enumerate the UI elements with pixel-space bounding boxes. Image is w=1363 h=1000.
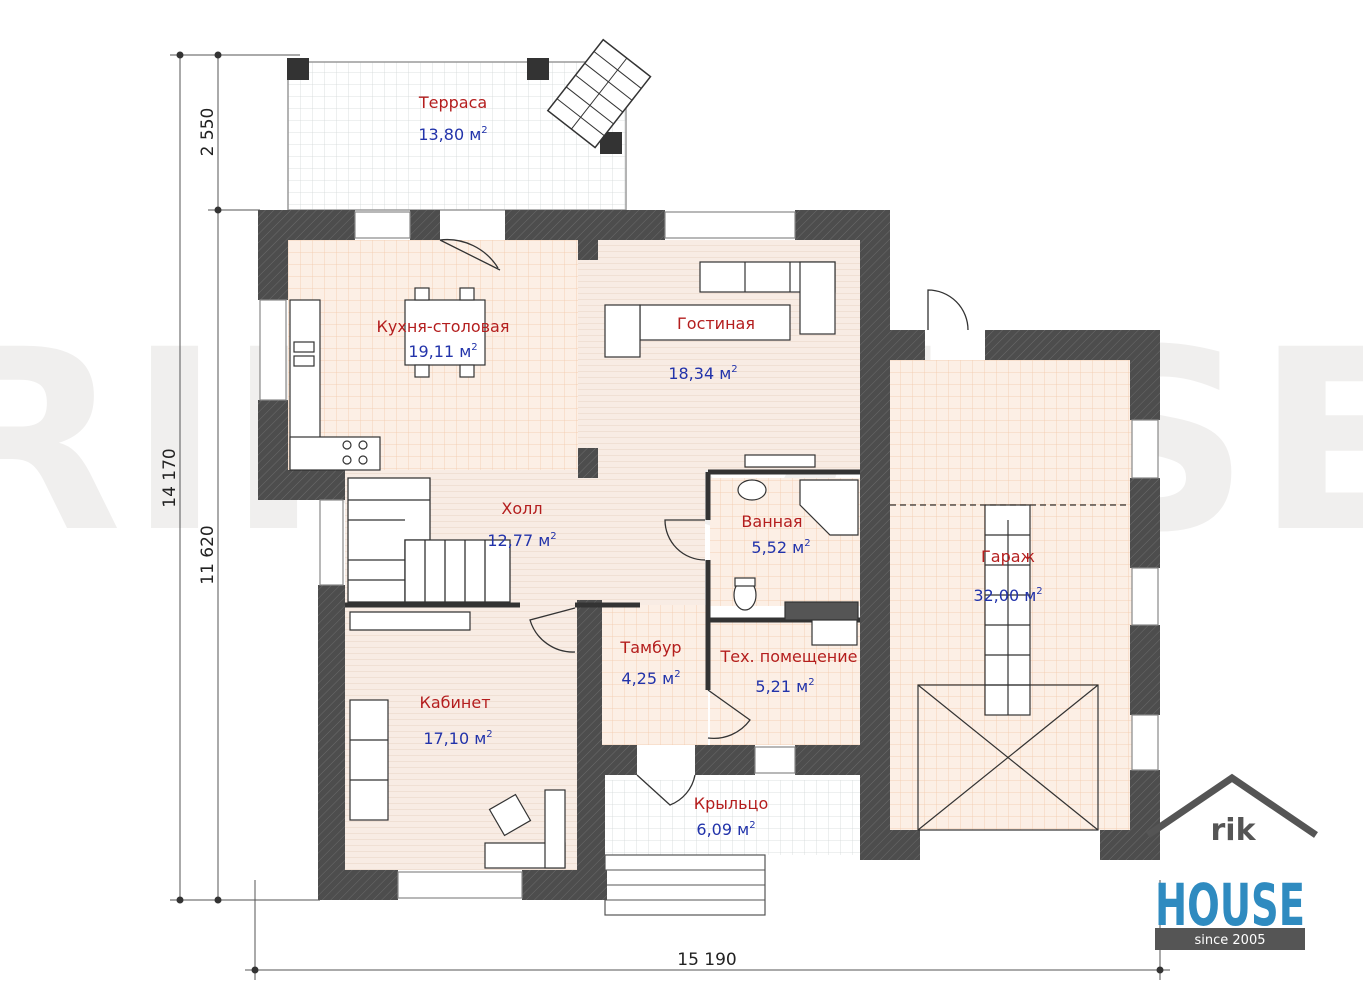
room-name-porch: Крыльцо bbox=[694, 794, 768, 813]
porch-floor bbox=[605, 780, 860, 855]
garage-elements bbox=[890, 504, 1130, 831]
sink bbox=[737, 479, 767, 501]
terrace-door bbox=[439, 238, 501, 271]
room-name-vestibule: Тамбур bbox=[619, 638, 681, 657]
hall-door bbox=[664, 519, 706, 561]
garage-door bbox=[927, 289, 969, 331]
room-labels: Терраса 13,80 м2 Кухня-столовая 19,11 м2… bbox=[377, 93, 1043, 839]
room-area-terrace: 13,80 м2 bbox=[418, 125, 487, 144]
room-name-bath: Ванная bbox=[741, 512, 802, 531]
logo-main-text: HOUSE bbox=[1155, 871, 1305, 939]
porch-door bbox=[636, 774, 696, 806]
logo-tagline: since 2005 bbox=[1195, 933, 1266, 948]
windows bbox=[259, 211, 1159, 899]
dining-table bbox=[404, 299, 486, 366]
tv-stand bbox=[744, 454, 816, 468]
armchair bbox=[604, 304, 641, 358]
terrace-column bbox=[600, 132, 622, 154]
dimension-house-depth: 11 620 bbox=[198, 525, 218, 584]
tech-door bbox=[707, 689, 751, 740]
interior-walls bbox=[345, 469, 860, 690]
dimension-total-width: 15 190 bbox=[677, 950, 736, 970]
room-area-study: 17,10 м2 bbox=[423, 729, 492, 748]
room-name-terrace: Терраса bbox=[418, 93, 487, 112]
room-area-hall: 12,77 м2 bbox=[487, 531, 556, 550]
logo-roof bbox=[1146, 773, 1318, 838]
room-name-tech: Тех. помещение bbox=[719, 647, 857, 666]
dimension-lines bbox=[170, 54, 1170, 980]
room-name-study: Кабинет bbox=[419, 693, 490, 712]
walls bbox=[258, 210, 1160, 900]
terrace-column bbox=[287, 58, 309, 80]
room-name-garage: Гараж bbox=[981, 547, 1035, 566]
room-area-kitchen: 19,11 м2 bbox=[408, 342, 477, 361]
doors bbox=[439, 238, 969, 806]
room-area-porch: 6,09 м2 bbox=[696, 820, 755, 839]
car-space bbox=[917, 684, 1099, 831]
coffee-table bbox=[639, 304, 791, 341]
dimension-total-height: 14 170 bbox=[160, 448, 180, 507]
terrace-structure bbox=[287, 38, 652, 211]
room-area-tech: 5,21 м2 bbox=[755, 677, 814, 696]
terrace-column bbox=[527, 58, 549, 80]
logo-top-text: rik bbox=[1210, 813, 1256, 848]
boiler bbox=[784, 601, 859, 621]
room-area-vestibule: 4,25 м2 bbox=[621, 669, 680, 688]
bathtub bbox=[799, 479, 859, 536]
room-name-kitchen: Кухня-столовая bbox=[377, 317, 510, 336]
room-name-living: Гостиная bbox=[677, 314, 755, 333]
terrace-stairs bbox=[546, 38, 652, 149]
study-sofa bbox=[349, 699, 389, 821]
room-area-garage: 32,00 м2 bbox=[973, 586, 1042, 605]
dimension-terrace-depth: 2 550 bbox=[198, 108, 218, 157]
room-name-hall: Холл bbox=[501, 499, 542, 518]
rikhouse-logo: rik HOUSE since 2005 bbox=[1146, 773, 1318, 950]
vestibule-floor bbox=[598, 605, 708, 745]
dimension-ticks bbox=[176, 51, 1164, 974]
furniture bbox=[289, 261, 859, 869]
study-door bbox=[529, 607, 576, 653]
room-area-living: 18,34 м2 bbox=[668, 364, 737, 383]
hall-staircase bbox=[347, 477, 511, 603]
office-chair bbox=[488, 793, 532, 837]
room-area-bath: 5,52 м2 bbox=[751, 538, 810, 557]
